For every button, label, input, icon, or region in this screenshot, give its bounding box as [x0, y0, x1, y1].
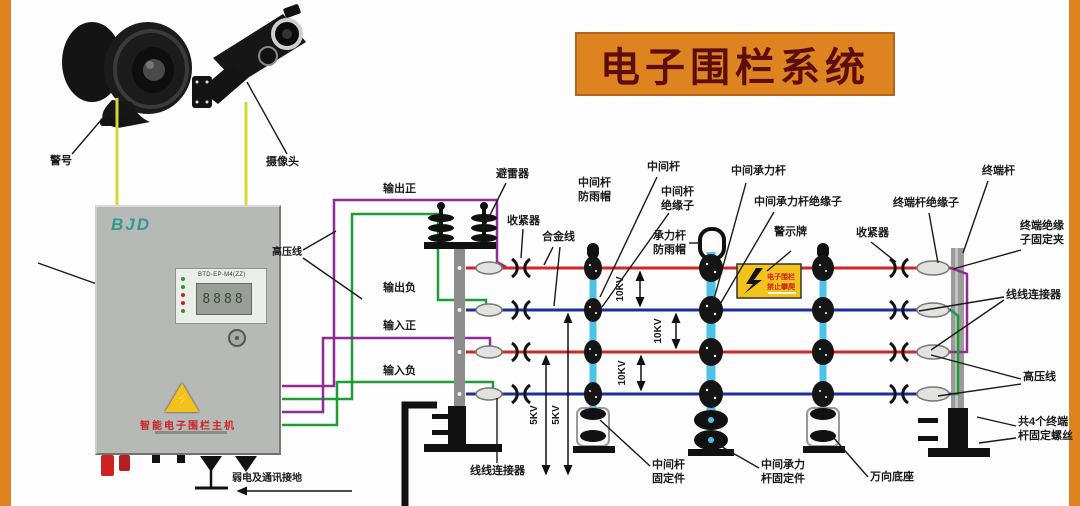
mid-pole-fixture-label: 中间杆 固定件 — [652, 459, 685, 485]
ground-label: 弱电及通讯接地 — [232, 473, 302, 484]
controller-subtitle-bar — [155, 431, 227, 434]
dimension-arrows — [541, 270, 681, 476]
tensioner-right-group — [889, 257, 909, 405]
title-banner: 电子围栏系统 — [575, 32, 895, 96]
input-positive-label: 输入正 — [383, 320, 416, 332]
device-wires — [115, 98, 248, 206]
tensioner-left-group — [511, 257, 531, 405]
left-orange-strip — [0, 0, 11, 506]
hv-wire-left-label: 高压线 — [272, 247, 302, 258]
bearing-cap-label: 承力杆 防雨帽 — [653, 230, 686, 256]
tensioner-left-label: 收紧器 — [507, 215, 540, 227]
terminal-pole-label: 终端杆 — [982, 165, 1015, 177]
mid-pole-insulator-label: 中间杆 绝缘子 — [661, 186, 694, 212]
terminal-screws-label: 共4个终端 杆固定螺丝 — [1018, 416, 1073, 442]
output-negative-label: 输出负 — [383, 282, 416, 294]
mid-pole-label: 中间杆 — [647, 161, 680, 173]
kv10-label-3: 10KV — [617, 360, 628, 386]
brand-logo: BJD — [111, 215, 152, 234]
wire-connector-right-label: 线线连接器 — [1006, 289, 1061, 301]
kv5-label-1: 5KV — [529, 405, 540, 425]
arrester-label: 避雷器 — [496, 168, 529, 180]
tensioners — [511, 257, 909, 405]
energizer-wires — [282, 198, 507, 427]
siren-label: 警号 — [50, 155, 72, 167]
output-positive-label: 输出正 — [383, 183, 416, 195]
mid-pole-cap-label: 中间杆 防雨帽 — [578, 177, 611, 203]
terminal-clip-label: 终端绝缘 子固定夹 — [1020, 220, 1064, 246]
mid-bearing-insulator-label: 中间承力杆绝缘子 — [754, 196, 842, 208]
indicator-leds — [181, 277, 185, 313]
arrester-post — [424, 202, 502, 452]
kv10-label-2: 10KV — [653, 318, 664, 344]
right-orange-strip — [1069, 0, 1080, 506]
energizer-controller: BJD BTD-EP-M4(ZZ) 8888 智能电子围栏主机 — [95, 205, 281, 455]
sign-line2: 禁止攀爬 — [766, 282, 796, 291]
camera-image — [192, 4, 306, 108]
mid-bearing-pole-label: 中间承力杆 — [731, 165, 786, 177]
controller-ground — [195, 456, 352, 496]
wire-connector-left-label: 线线连接器 — [470, 465, 525, 477]
input-negative-label: 输入负 — [383, 365, 416, 377]
middle-pole — [573, 243, 615, 453]
siren-image — [62, 22, 192, 128]
display-panel: BTD-EP-M4(ZZ) 8888 — [175, 268, 267, 324]
camera-label: 摄像头 — [266, 156, 299, 168]
universal-base-pole — [803, 243, 845, 453]
page-title: 电子围栏系统 — [600, 46, 870, 90]
hv-wire-right-label: 高压线 — [1023, 371, 1056, 383]
model-text: BTD-EP-M4(ZZ) — [198, 272, 246, 278]
universal-base-label: 万向底座 — [870, 471, 914, 483]
keyhole — [228, 329, 246, 347]
terminal-pole — [916, 248, 990, 457]
warning-board-label: 警示牌 — [774, 226, 807, 238]
high-voltage-warning-icon — [165, 383, 199, 412]
controller-name: 智能电子围栏主机 — [140, 421, 236, 432]
sign-line1: 电子围栏 — [767, 272, 795, 281]
tensioner-right-label: 收紧器 — [856, 227, 889, 239]
kv5-label-2: 5KV — [551, 405, 562, 425]
post-insulators — [475, 261, 503, 401]
leader-lines — [37, 81, 1022, 478]
kv10-label-1: 10KV — [615, 276, 626, 302]
lcd-display: 8888 — [196, 283, 252, 315]
bearing-fixture-label: 中间承力 杆固定件 — [761, 459, 805, 485]
fence-ground-wire — [401, 401, 437, 506]
terminal-insulator-label: 终端杆绝缘子 — [893, 197, 959, 209]
alloy-wire-label: 合金线 — [542, 231, 575, 243]
bearing-pole — [688, 227, 734, 456]
